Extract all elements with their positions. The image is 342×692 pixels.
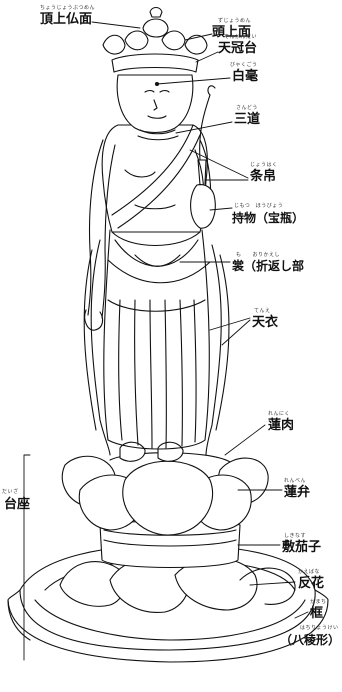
label-ruby: も おりかえし [236,253,280,258]
label-ruby: だいざ [2,490,19,495]
label-ten-e: 天衣 [252,316,278,329]
label-sando: 三道 [234,113,260,126]
label-mo: 裳（折返し部 [232,260,304,272]
label-ruby: かえばな [298,570,320,575]
label-ruby: しきなす [284,534,306,539]
label-tenkan-dai: 天冠台 [218,42,257,55]
label-ruby: はちりょうけい [300,626,339,631]
label-ruby: ずじょうめん [218,19,251,24]
label-ruby: てんえ [254,309,271,314]
label-ruby: さんどう [236,106,258,111]
label-ruby: じょうはく [250,163,278,168]
skirt [104,230,209,449]
label-ruby: かまち [310,600,327,605]
lotus-petals [62,453,268,535]
label-ruby: じもつ ほうびょう [234,204,283,209]
label-ruby: びゃくごう [230,63,258,68]
label-ruby: れんべん [284,479,306,484]
label-jimotsu: 持物（宝瓶） [232,212,304,224]
label-kamachi: 框 [310,607,323,620]
label-chojo-butsumen: 頂上仏面 [40,13,92,26]
label-daiza: 台座 [4,498,30,511]
label-byakugo: 白毫 [232,70,258,83]
label-ruby: ちょうじょうぶつめん [40,6,95,11]
label-hachiryo: （八稜形） [280,634,340,646]
label-kaebana: 反花 [298,577,324,590]
label-johaku: 条帛 [250,170,276,183]
head [103,8,207,140]
label-renniku: 蓮肉 [268,419,294,432]
label-ruby: れんにく [268,412,290,417]
label-renben: 蓮弁 [284,486,310,499]
label-ruby: てんかんだい [224,35,257,40]
label-shikinasu: 敷茄子 [282,541,321,554]
